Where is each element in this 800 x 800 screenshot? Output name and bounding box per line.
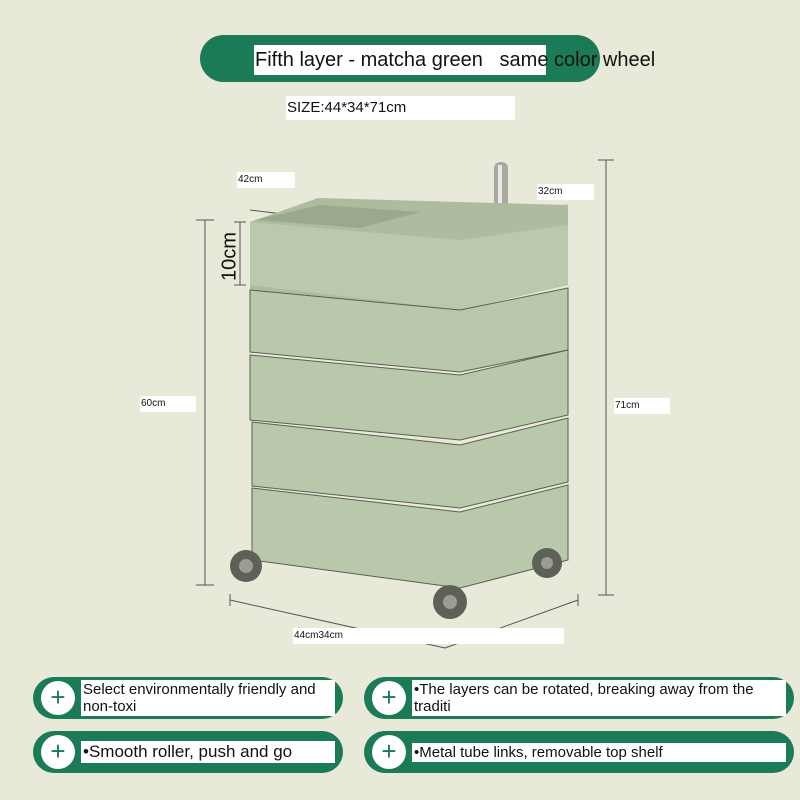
cabinet-body (249, 162, 569, 589)
feature-text-4: •Metal tube links, removable top shelf (412, 742, 786, 762)
top-depth-label: 32cm (537, 184, 594, 200)
feature-pill-3: + •Smooth roller, push and go (33, 731, 343, 773)
feature-pill-1: + Select environmentally friendly and no… (33, 677, 343, 719)
wheels (230, 548, 562, 619)
plus-icon: + (372, 681, 406, 715)
body-height-label: 60cm (140, 396, 196, 412)
feature-text-3: •Smooth roller, push and go (81, 741, 335, 763)
title-text: Fifth layer - matcha green same color wh… (255, 49, 656, 71)
plus-icon: + (372, 735, 406, 769)
top-width-label: 42cm (237, 172, 295, 188)
plus-icon: + (41, 681, 75, 715)
plus-icon: + (41, 735, 75, 769)
feature-pill-2: + •The layers can be rotated, breaking a… (364, 677, 794, 719)
base-dimensions-label: 44cm34cm (293, 628, 564, 644)
feature-pill-4: + •Metal tube links, removable top shelf (364, 731, 794, 773)
size-bg (286, 96, 515, 120)
title-text-bg (254, 45, 546, 75)
size-text: SIZE:44*34*71cm (287, 99, 407, 116)
feature-text-2: •The layers can be rotated, breaking awa… (412, 680, 786, 716)
feature-text-1: Select environmentally friendly and non-… (81, 680, 335, 716)
layer-height-label: 10cm (218, 232, 241, 281)
total-height-label: 71cm (614, 398, 670, 414)
